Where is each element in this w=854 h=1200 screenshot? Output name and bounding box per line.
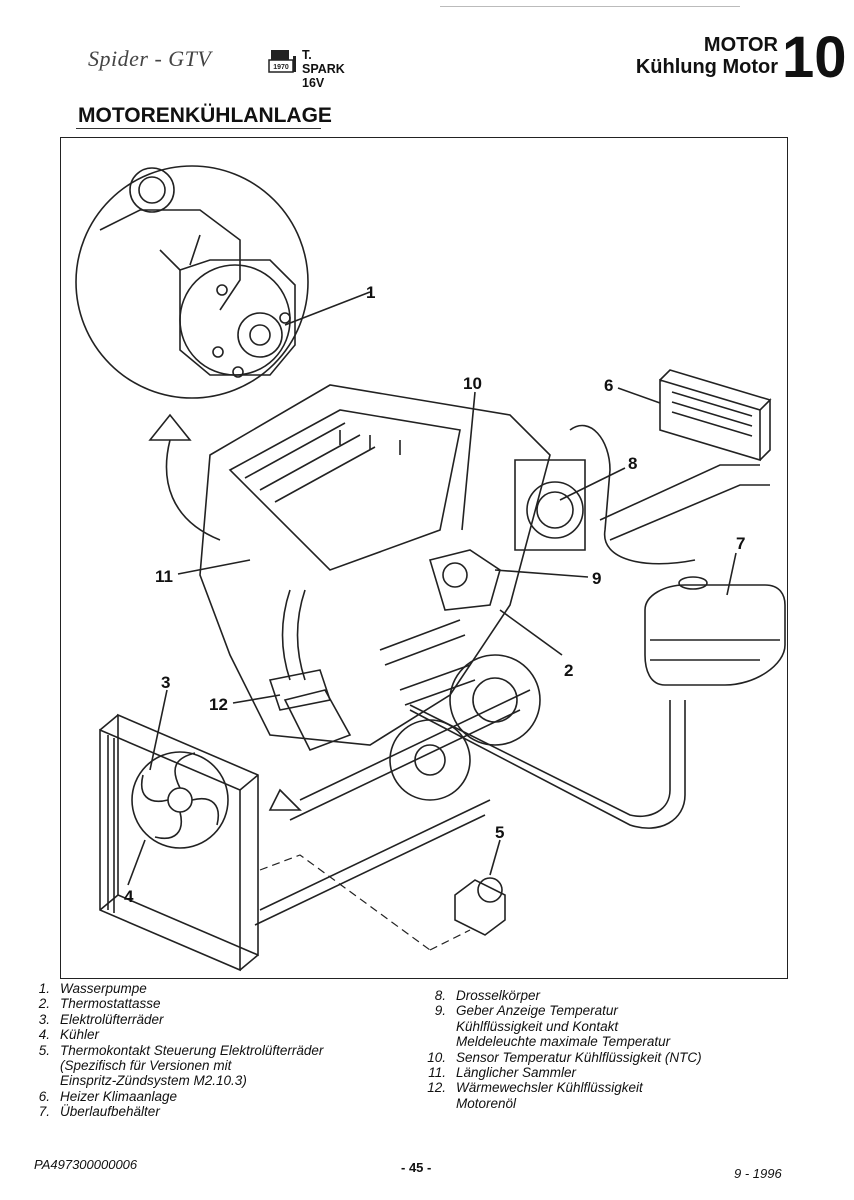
- water-pump-body: [179, 264, 291, 376]
- callout-12: 12: [209, 695, 228, 714]
- legend-item: 10.Sensor Temperatur Kühlflüssigkeit (NT…: [427, 1049, 702, 1065]
- legend-left: 1.Wasserpumpe 2.Thermostattasse 3.Elektr…: [30, 981, 420, 1120]
- legend-item: 11.Länglicher Sammler: [428, 1065, 577, 1081]
- callout-4: 4: [124, 887, 134, 906]
- cooling-fan: [131, 751, 229, 849]
- diagram-frame: [60, 137, 788, 979]
- callout-7: 7: [736, 534, 745, 553]
- thermo-switch: [454, 879, 506, 936]
- detail-arrow: [165, 439, 221, 541]
- legend-right: 8.Drosselkörper 9.Geber Anzeige Temperat…: [420, 988, 800, 1111]
- oil-filter: [283, 689, 352, 752]
- legend-item: 4.Kühler: [38, 1027, 100, 1043]
- callout-5: 5: [495, 823, 504, 842]
- top-rule: [440, 6, 740, 7]
- radiator-hose: [289, 689, 531, 821]
- legend-item: 2.Thermostattasse: [38, 996, 161, 1012]
- throttle-body: [526, 481, 584, 539]
- brand-logo: Spider - GTV: [88, 46, 212, 71]
- callout-1: 1: [366, 283, 375, 302]
- chapter-number: 10: [782, 25, 847, 90]
- legend-item: 12.Wärmewechsler Kühlflüssigkeit: [427, 1080, 643, 1096]
- callout-8: 8: [628, 454, 637, 473]
- page-number: - 45 -: [401, 1160, 432, 1175]
- engine-line1: T. SPARK: [302, 48, 345, 76]
- crank-pulley: [449, 654, 541, 746]
- legend-item: (Spezifisch für Versionen mit: [60, 1058, 232, 1074]
- legend-item: 6.Heizer Klimaanlage: [38, 1088, 178, 1104]
- engine-line2: 16V: [302, 76, 325, 90]
- engine-block: [199, 384, 551, 746]
- legend-item: 1.Wasserpumpe: [38, 981, 147, 996]
- pump-detail-circle: [75, 165, 309, 399]
- callout-2: 2: [564, 661, 573, 680]
- tank-return-pipe: [409, 700, 671, 817]
- legend-item: Einspritz-Zündsystem M2.10.3): [60, 1073, 247, 1089]
- radiator: [99, 728, 241, 972]
- legend-item: Meldeleuchte maximale Temperatur: [456, 1034, 671, 1050]
- legend-item: Kühlflüssigkeit und Kontakt: [456, 1018, 619, 1034]
- section-header: MOTOR Kühlung Motor: [636, 34, 778, 78]
- subsection-title: Kühlung Motor: [635, 56, 778, 78]
- title-underline: [76, 128, 321, 129]
- issue-date: 9 - 1996: [734, 1166, 782, 1181]
- section-title: MOTOR: [703, 34, 778, 56]
- document-code: PA497300000006: [34, 1157, 138, 1172]
- legend-item: 3.Elektrolüfterräder: [38, 1011, 164, 1027]
- engine-type: T. SPARK 16V: [302, 48, 348, 90]
- heater-hose: [599, 464, 770, 541]
- legend-item: 7.Überlaufbehälter: [38, 1104, 160, 1120]
- expansion-tank: [644, 584, 786, 686]
- callout-10: 10: [463, 374, 482, 393]
- thermostat-housing: [428, 549, 501, 611]
- callout-6: 6: [604, 376, 613, 395]
- engine-badge-icon: 1970: [268, 50, 296, 73]
- legend-item: 8.Drosselkörper: [434, 988, 541, 1003]
- page-title: MOTORENKÜHLANLAGE: [78, 104, 332, 127]
- legend-item: Motorenöl: [456, 1095, 517, 1111]
- callout-11: 11: [155, 567, 173, 586]
- legend-item: 9.Geber Anzeige Temperatur: [434, 1003, 618, 1019]
- callout-9: 9: [592, 569, 601, 588]
- brand-header: Spider - GTV 1970 T. SPARK 16V: [88, 42, 348, 90]
- callout-3: 3: [161, 673, 170, 692]
- legend-item: 5.Thermokontakt Steuerung Elektrolüfterr…: [38, 1042, 324, 1058]
- badge-year: 1970: [273, 64, 289, 71]
- callout-labels: 1 2 3 4 5 6 7 8 9 10 11 12: [124, 283, 745, 906]
